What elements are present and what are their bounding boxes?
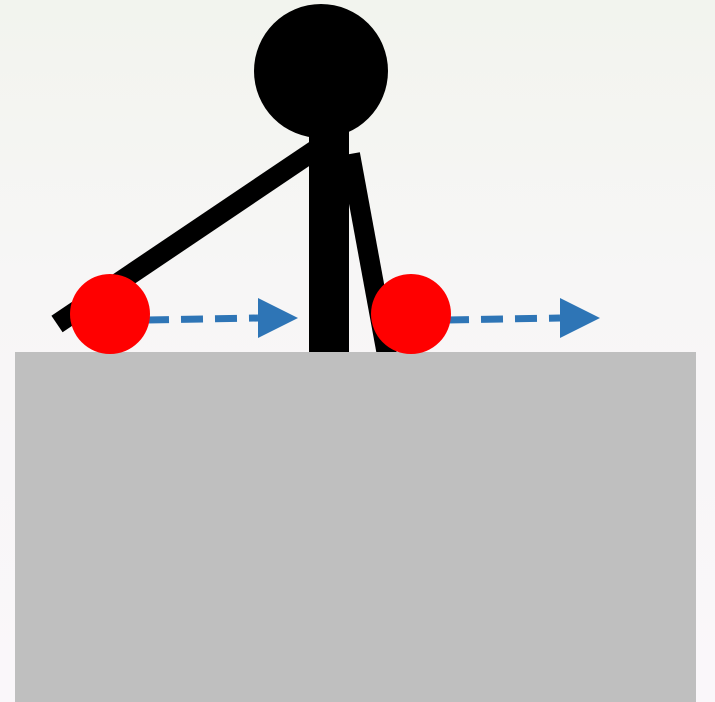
right-arrow-head bbox=[560, 298, 600, 338]
left-hand-motion-arrow bbox=[147, 298, 298, 338]
right-hand bbox=[371, 274, 451, 354]
table bbox=[15, 352, 696, 702]
left-arrow-shaft bbox=[147, 318, 258, 320]
left-hand bbox=[70, 274, 150, 354]
right-hand-motion-arrow bbox=[447, 298, 600, 338]
right-arrow-shaft bbox=[447, 318, 560, 320]
left-arrow-head bbox=[258, 298, 298, 338]
torso bbox=[309, 110, 349, 360]
head bbox=[254, 4, 388, 138]
